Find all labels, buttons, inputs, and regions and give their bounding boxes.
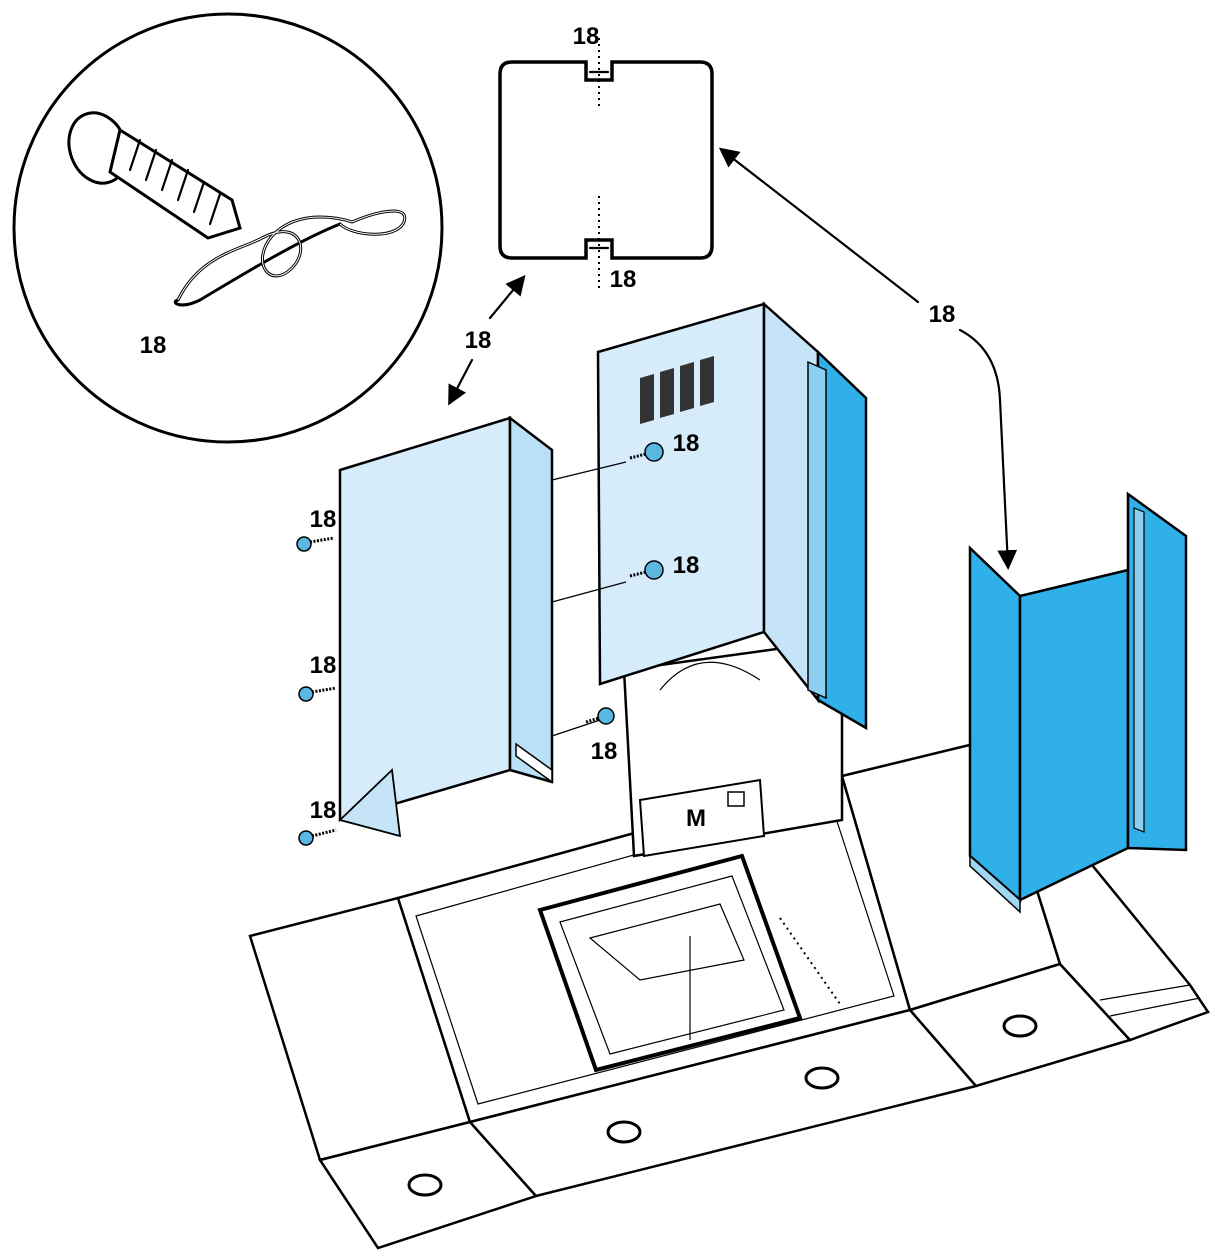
- screw-icon: [585, 707, 615, 725]
- screws: [296, 442, 664, 846]
- left-panel-top-label: 18: [310, 506, 337, 533]
- cross-section-top-label: 18: [573, 23, 600, 50]
- screw-icon: [629, 442, 664, 462]
- left-chimney-panel: [338, 415, 627, 838]
- upper-chimney: [596, 301, 868, 731]
- screw-upper-label: 18: [673, 430, 700, 457]
- detail-circle: 18: [12, 12, 444, 444]
- circle-detail-label: 18: [140, 332, 167, 359]
- left-panel-bottom-label: 18: [310, 797, 337, 824]
- duct-cross-section: 18 18: [498, 23, 714, 293]
- cross-section-bottom-label: 18: [610, 266, 637, 293]
- screw-icon: [298, 686, 337, 702]
- screw-middle-label: 18: [673, 552, 700, 579]
- screw-icon: [296, 536, 335, 552]
- screw-icon: [629, 560, 664, 580]
- arrows: 18 18: [448, 147, 1018, 570]
- motor-label: M: [686, 805, 706, 832]
- left-panel-middle-label: 18: [310, 652, 337, 679]
- hood-base: [248, 738, 1210, 1250]
- left-arrow-label: 18: [465, 327, 492, 354]
- right-arrow-label: 18: [929, 301, 956, 328]
- screw-lower-label: 18: [591, 738, 618, 765]
- spring-clip-icon: [173, 209, 407, 307]
- screw-icon: [298, 828, 337, 846]
- right-chimney-panel: [968, 491, 1188, 914]
- screw-icon: [67, 111, 242, 240]
- vent-slots: [640, 356, 714, 424]
- motor-housing: M: [622, 638, 844, 858]
